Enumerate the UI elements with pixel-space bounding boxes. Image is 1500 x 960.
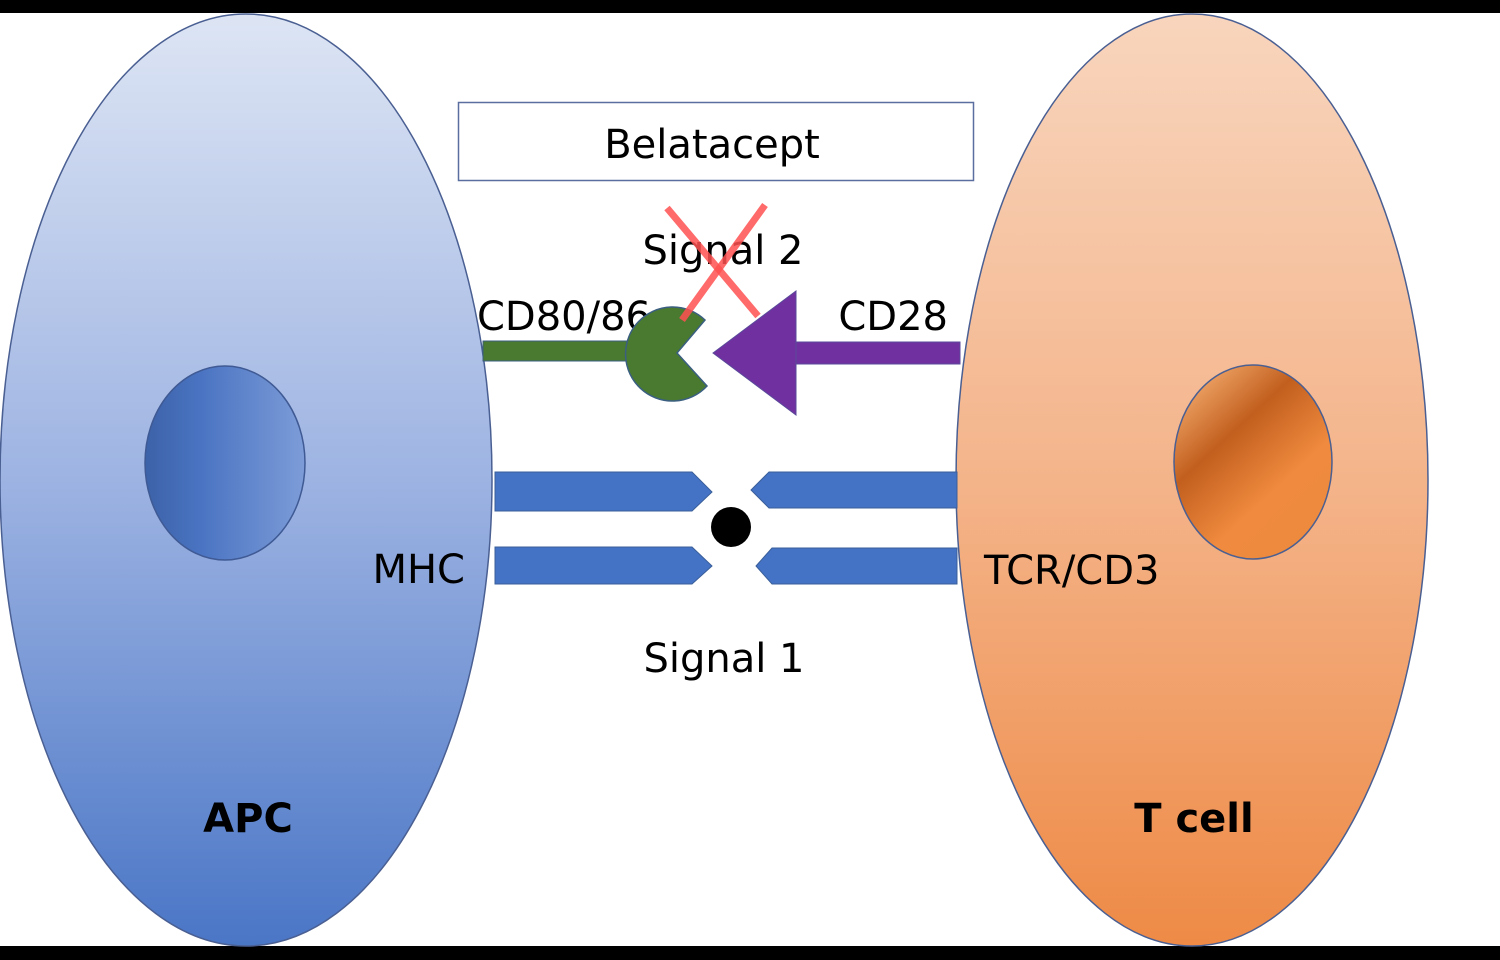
block-x-icon <box>664 202 768 323</box>
apc-cell: APC <box>0 13 493 947</box>
belatacept-box: Belatacept <box>457 101 975 182</box>
antigen-peptide-icon <box>711 507 751 547</box>
cd28-label: CD28 <box>838 294 948 340</box>
tcell-nucleus <box>1173 364 1333 560</box>
belatacept-box-border <box>457 101 975 182</box>
tcr-cd3-label: TCR/CD3 <box>983 548 1159 594</box>
cd80-86-label: CD80/86 <box>477 294 651 340</box>
t-cell: T cell <box>955 13 1429 947</box>
top-border <box>0 0 1500 13</box>
tcr-lower-chain <box>755 547 958 585</box>
apc-nucleus <box>144 365 306 561</box>
tcr-upper-chain <box>750 471 958 509</box>
bottom-border <box>0 946 1500 960</box>
mhc-upper-chain <box>494 471 713 512</box>
apc-label: APC <box>203 796 293 842</box>
cd28-ligand-icon <box>712 290 797 416</box>
signal2-group: Signal 2 CD80/86 CD28 <box>477 202 961 416</box>
mhc-lower-chain <box>494 546 713 585</box>
signal1-label: Signal 1 <box>643 636 804 682</box>
cd28-stalk <box>794 341 961 365</box>
tcell-label: T cell <box>1134 796 1253 842</box>
signal1-group: MHC TCR/CD3 Signal 1 <box>372 471 1159 682</box>
mhc-label: MHC <box>372 547 465 593</box>
cd80-86-receptor-icon <box>624 306 709 402</box>
belatacept-label: Belatacept <box>604 122 820 168</box>
